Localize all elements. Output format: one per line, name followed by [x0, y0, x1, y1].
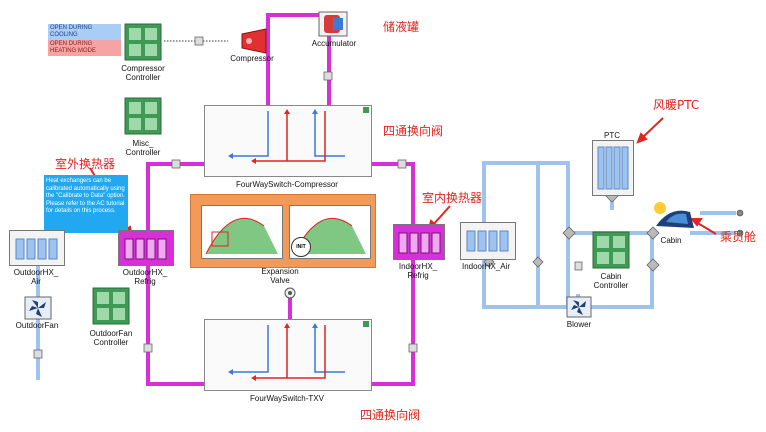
outdoor-fan-label: OutdoorFan	[15, 321, 59, 330]
expansion-valve-icon[interactable]	[284, 286, 296, 299]
expansion-chart-left	[201, 205, 283, 259]
indoor-hx-annotation: 室内换热器	[422, 191, 483, 205]
cabin-controller-icon[interactable]	[592, 231, 630, 269]
cabin-controller-label: Cabin Controller	[593, 272, 629, 290]
fourway-compressor-label: FourWaySwitch-Compressor	[236, 180, 338, 189]
expansion-valve-panel[interactable]: INIT	[190, 194, 376, 268]
fourway-top-annotation: 四通换向阀	[383, 124, 444, 138]
legend-heating: OPEN DURING HEATING MODE	[48, 40, 121, 56]
compressor-controller-icon[interactable]	[124, 23, 162, 61]
indoor-hx-air-icon[interactable]	[460, 222, 516, 260]
mode-legend: OPEN DURING COOLING OPEN DURING HEATING …	[48, 24, 121, 56]
ptc-heater-icon[interactable]	[592, 140, 634, 196]
blower-label: Blower	[566, 320, 592, 329]
outdoor-fan-icon[interactable]	[24, 296, 52, 320]
compressor-label: Compressor	[230, 54, 274, 63]
accumulator-icon[interactable]	[318, 11, 348, 37]
ptc-annotation: 风暖PTC	[653, 98, 700, 112]
outdoor-hx-annotation: 室外换热器	[55, 157, 116, 171]
accumulator-annotation: 储液罐	[383, 20, 420, 34]
outdoor-fan-controller-icon[interactable]	[92, 287, 130, 325]
calibration-note: Heat exchangers can be calibrated automa…	[44, 175, 128, 233]
expansion-valve-label: Expansion Valve	[261, 267, 299, 285]
fourway-txv-symbol	[228, 321, 369, 381]
legend-cooling: OPEN DURING COOLING	[48, 24, 121, 40]
misc-controller-label: Misc_ Controller	[125, 139, 161, 157]
accumulator-label: Accumulator	[311, 39, 357, 48]
cabin-label: Cabin	[660, 236, 682, 245]
outdoor-hx-air-icon[interactable]	[9, 230, 65, 266]
compressor-controller-label: Compressor Controller	[121, 64, 165, 82]
fourway-switch-compressor[interactable]	[204, 105, 372, 177]
fourway-txv-label: FourWaySwitch-TXV	[250, 394, 324, 403]
fourway-compressor-symbol	[228, 107, 369, 164]
compressor-icon[interactable]	[240, 28, 270, 54]
misc-controller-icon[interactable]	[124, 97, 162, 135]
fourway-switch-txv[interactable]	[204, 319, 372, 391]
outdoor-fan-controller-label: OutdoorFan Controller	[89, 329, 133, 347]
outdoor-hx-refrig-label: OutdoorHX_ Refrig	[122, 268, 168, 286]
indoor-hx-refrig-icon[interactable]	[393, 224, 445, 260]
ptc-label: PTC	[604, 131, 620, 140]
pipe-compressor-accumulator	[266, 13, 331, 107]
indoor-hx-refrig-label: IndoorHX_ Refrig	[398, 262, 438, 280]
init-icon[interactable]: INIT	[291, 237, 311, 257]
fourway-bottom-annotation: 四通换向阀	[360, 408, 421, 422]
blower-icon[interactable]	[566, 296, 592, 318]
cabin-annotation: 乘员舱	[720, 230, 757, 244]
outdoor-hx-air-label: OutdoorHX_ Air	[13, 268, 59, 286]
outdoor-hx-refrig-icon[interactable]	[118, 230, 174, 266]
cabin-icon[interactable]	[650, 198, 698, 234]
indoor-hx-air-label: IndoorHX_Air	[461, 262, 511, 271]
